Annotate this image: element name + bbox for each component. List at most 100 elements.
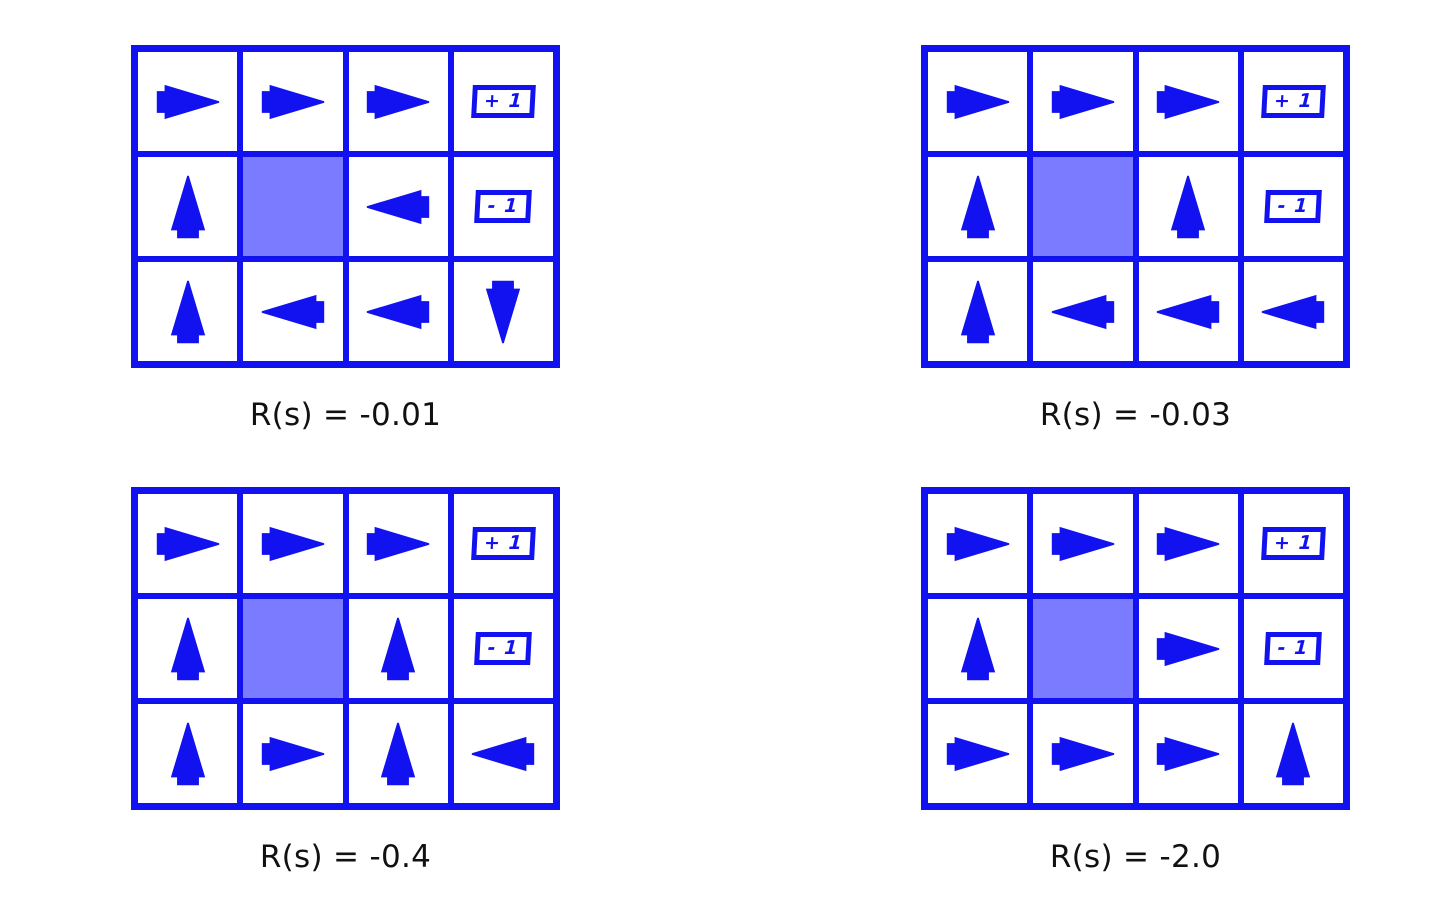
arrow-up-icon <box>1170 175 1206 238</box>
grid-cell-action-up <box>348 704 448 803</box>
grid-cell-action-up <box>138 704 238 803</box>
arrow-right-icon <box>1156 631 1220 666</box>
terminal-negative-reward: - 1 <box>474 632 533 665</box>
grid-cell-action-right <box>1138 494 1238 593</box>
grid-cell-action-up <box>348 599 448 698</box>
grid-cell-wall <box>1033 157 1133 256</box>
arrow-right-icon <box>946 84 1009 119</box>
terminal-positive-reward: + 1 <box>471 85 536 118</box>
arrow-left-icon <box>366 189 430 224</box>
terminal-negative-reward: - 1 <box>1264 632 1323 665</box>
grid-cell-terminal: + 1 <box>1243 494 1343 593</box>
arrow-up-icon <box>1276 722 1311 785</box>
grid-cell-action-left <box>453 704 553 803</box>
grid-cell-wall <box>243 157 343 256</box>
terminal-positive-reward: + 1 <box>471 527 536 560</box>
arrow-up-icon <box>960 617 995 680</box>
grid-cell-action-right <box>928 52 1028 151</box>
policy-grid: + 1 - 1 <box>921 487 1350 810</box>
arrow-up-icon <box>960 280 995 343</box>
grid-cell-action-left <box>243 262 343 361</box>
grid-cell-action-down <box>453 262 553 361</box>
arrow-left-icon <box>1262 294 1325 329</box>
policy-grid: + 1 - 1 <box>131 487 560 810</box>
grid-cell-action-left <box>348 157 448 256</box>
arrow-up-icon <box>960 175 995 238</box>
arrow-right-icon <box>1156 526 1220 561</box>
grid-cell-terminal: + 1 <box>453 52 553 151</box>
grid-cell-action-left <box>1138 262 1238 361</box>
grid-cell-wall <box>243 599 343 698</box>
terminal-positive-reward: + 1 <box>1261 85 1326 118</box>
arrow-left-icon <box>472 736 535 771</box>
arrow-right-icon <box>1156 736 1220 771</box>
policy-grid: + 1 - 1 <box>131 45 560 368</box>
grid-cell-terminal: + 1 <box>1243 52 1343 151</box>
arrow-up-icon <box>170 280 205 343</box>
arrow-down-icon <box>486 280 521 343</box>
arrow-up-icon <box>380 617 416 680</box>
arrow-right-icon <box>1051 84 1115 119</box>
panel-caption: R(s) = -0.01 <box>249 397 442 433</box>
panel-caption: R(s) = -0.4 <box>259 839 432 875</box>
grid-cell-action-right <box>1033 494 1133 593</box>
arrow-up-icon <box>380 722 416 785</box>
grid-cell-action-right <box>138 494 238 593</box>
grid-cell-action-right <box>138 52 238 151</box>
grid-cell-action-right <box>1033 52 1133 151</box>
arrow-left-icon <box>366 294 430 329</box>
grid-cell-action-right <box>243 704 343 803</box>
arrow-left-icon <box>1156 294 1220 329</box>
grid-cell-action-right <box>243 494 343 593</box>
grid-cell-action-right <box>1138 52 1238 151</box>
arrow-right-icon <box>1051 526 1115 561</box>
arrow-right-icon <box>946 736 1009 771</box>
arrow-right-icon <box>156 526 219 561</box>
grid-cell-action-left <box>348 262 448 361</box>
arrow-right-icon <box>261 736 325 771</box>
policy-grid-panel: + 1 - 1 <box>921 45 1350 368</box>
grid-cell-action-up <box>138 157 238 256</box>
grid-cell-action-up <box>138 599 238 698</box>
grid-cell-action-up <box>1138 157 1238 256</box>
grid-cell-terminal: - 1 <box>1243 157 1343 256</box>
grid-cell-terminal: - 1 <box>453 157 553 256</box>
grid-cell-action-right <box>928 704 1028 803</box>
grid-cell-action-up <box>928 262 1028 361</box>
policy-grid-panel: + 1 - 1 <box>131 45 560 368</box>
grid-cell-action-right <box>1033 704 1133 803</box>
policy-grid-panel: + 1 - 1 <box>921 487 1350 810</box>
grid-cell-terminal: - 1 <box>453 599 553 698</box>
grid-cell-action-up <box>928 157 1028 256</box>
grid-cell-action-right <box>1138 704 1238 803</box>
arrow-left-icon <box>261 294 325 329</box>
arrow-left-icon <box>1051 294 1115 329</box>
terminal-negative-reward: - 1 <box>474 190 533 223</box>
grid-cell-action-up <box>1243 704 1343 803</box>
grid-cell-action-right <box>348 52 448 151</box>
panel-caption: R(s) = -2.0 <box>1049 839 1222 875</box>
panel-caption: R(s) = -0.03 <box>1039 397 1232 433</box>
arrow-right-icon <box>261 84 325 119</box>
arrow-up-icon <box>170 175 205 238</box>
grid-cell-terminal: + 1 <box>453 494 553 593</box>
arrow-right-icon <box>261 526 325 561</box>
arrow-right-icon <box>1156 84 1220 119</box>
grid-cell-action-right <box>348 494 448 593</box>
arrow-up-icon <box>170 722 205 785</box>
grid-cell-action-up <box>928 599 1028 698</box>
arrow-right-icon <box>946 526 1009 561</box>
grid-cell-wall <box>1033 599 1133 698</box>
terminal-positive-reward: + 1 <box>1261 527 1326 560</box>
terminal-negative-reward: - 1 <box>1264 190 1323 223</box>
policy-grid-panel: + 1 - 1 <box>131 487 560 810</box>
arrow-right-icon <box>1051 736 1115 771</box>
arrow-right-icon <box>156 84 219 119</box>
grid-cell-action-up <box>138 262 238 361</box>
arrow-up-icon <box>170 617 205 680</box>
grid-cell-action-right <box>1138 599 1238 698</box>
arrow-right-icon <box>366 526 430 561</box>
grid-cell-action-right <box>928 494 1028 593</box>
grid-cell-action-left <box>1243 262 1343 361</box>
policy-grid: + 1 - 1 <box>921 45 1350 368</box>
